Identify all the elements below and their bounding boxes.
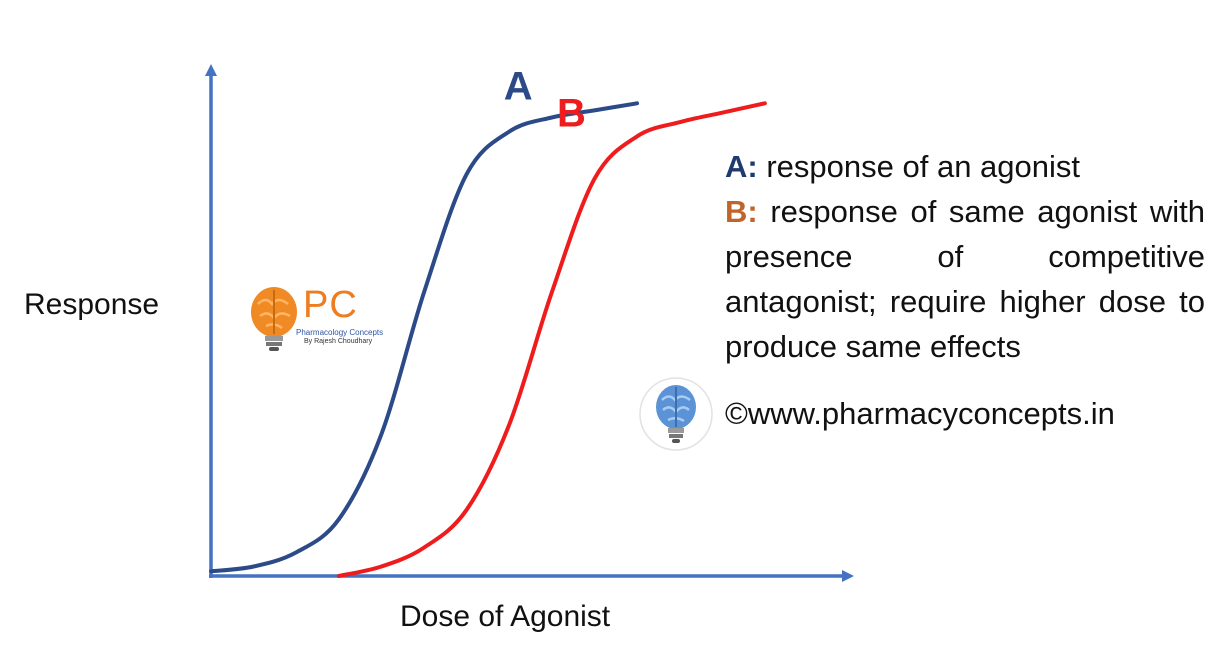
legend-entry-b: B: response of same agonist with presenc… — [725, 189, 1205, 369]
legend-key-b: B: — [725, 194, 758, 229]
legend-key-a: A: — [725, 149, 758, 184]
legend-text: A: response of an agonist B: response of… — [725, 144, 1205, 369]
pc-logo: PC Pharmacology Concepts By Rajesh Choud… — [248, 284, 383, 354]
y-axis-label: Response — [24, 288, 160, 321]
x-axis-label: Dose of Agonist — [400, 600, 611, 633]
legend-text-a: response of an agonist — [766, 149, 1081, 184]
legend-text-b: response of same agonist with presence o… — [725, 194, 1205, 364]
series-a-label: A — [504, 65, 533, 109]
pc-logo-text: PC — [303, 284, 358, 326]
pc-logo-subtitle: Pharmacology Concepts — [296, 328, 384, 337]
copyright-text: ©www.pharmacyconcepts.in — [725, 396, 1115, 431]
blue-brain-bulb-icon — [639, 377, 713, 451]
series-layer: AB — [209, 65, 767, 578]
orange-brain-bulb-icon — [251, 287, 297, 351]
pc-logo-author: By Rajesh Choudhary — [304, 338, 373, 345]
legend-entry-a: A: response of an agonist — [725, 144, 1205, 189]
series-a-line — [209, 101, 639, 574]
series-b-line — [336, 101, 767, 578]
series-b-label: B — [557, 91, 586, 135]
